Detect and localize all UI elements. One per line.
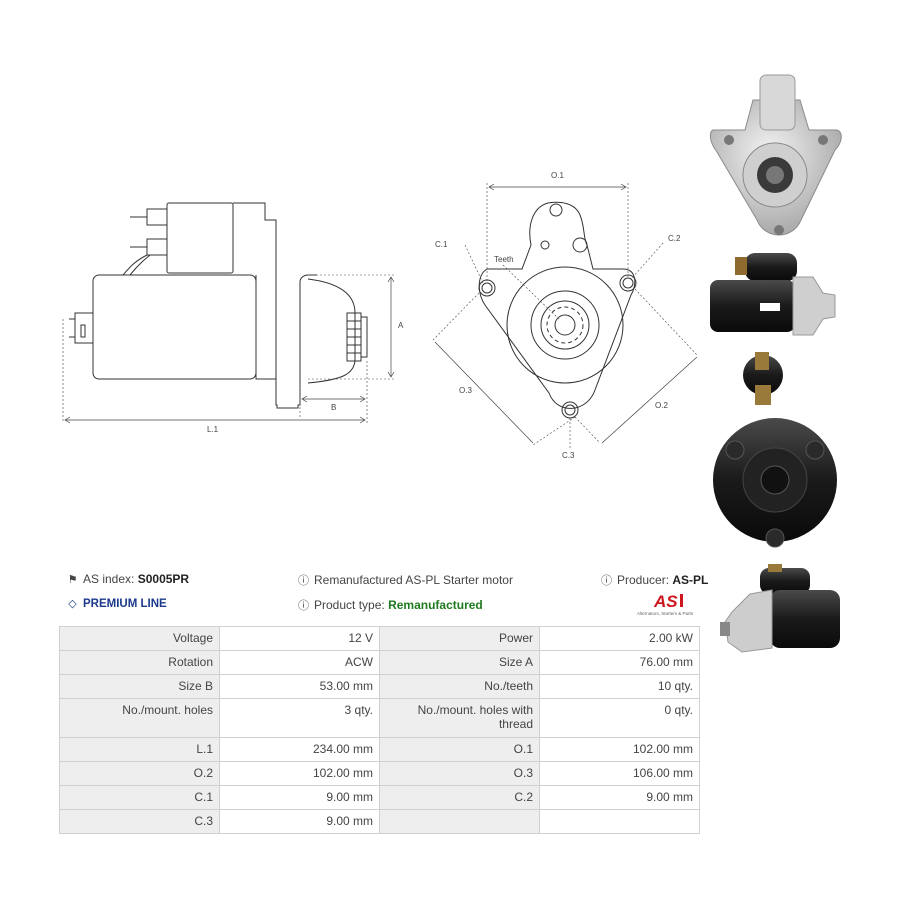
spec-row: C.1 9.00 mm C.2 9.00 mm bbox=[59, 785, 700, 810]
product-type-label: Product type: bbox=[314, 598, 385, 612]
spec-label: C.3 bbox=[59, 809, 220, 834]
spec-row: O.2 102.00 mm O.3 106.00 mm bbox=[59, 761, 700, 786]
spec-label: Size B bbox=[59, 674, 220, 699]
spec-label: No./mount. holes bbox=[59, 698, 220, 738]
spec-label: Power bbox=[379, 626, 540, 651]
dim-label-a: A bbox=[398, 321, 404, 330]
info-icon: ⓘ bbox=[601, 575, 612, 587]
as-index-label: AS index: bbox=[83, 572, 135, 586]
spec-value: 12 V bbox=[219, 626, 380, 651]
producer-value: AS-PL bbox=[672, 573, 709, 587]
dim-label-l1: L.1 bbox=[207, 425, 219, 434]
spec-value: 234.00 mm bbox=[219, 737, 380, 762]
logo-subtitle: Alternators, Starters & Parts bbox=[637, 611, 694, 616]
spec-label: L.1 bbox=[59, 737, 220, 762]
spec-value-empty bbox=[539, 809, 700, 834]
spec-value: 102.00 mm bbox=[539, 737, 700, 762]
spec-label-empty bbox=[379, 809, 540, 834]
dim-label-o1: O.1 bbox=[551, 171, 564, 180]
product-photo-side bbox=[710, 253, 836, 336]
spec-label: No./teeth bbox=[379, 674, 540, 699]
premium-line-label: PREMIUM LINE bbox=[83, 598, 167, 610]
spec-label: O.1 bbox=[379, 737, 540, 762]
dim-label-c1: C.1 bbox=[435, 240, 448, 249]
spec-value: 2.00 kW bbox=[539, 626, 700, 651]
spec-label: C.1 bbox=[59, 785, 220, 810]
info-icon: ⓘ bbox=[298, 575, 309, 587]
spec-label: O.2 bbox=[59, 761, 220, 786]
product-description: ⓘ Remanufactured AS-PL Starter motor bbox=[297, 572, 513, 588]
info-icon: ⓘ bbox=[298, 600, 309, 612]
spec-value: 76.00 mm bbox=[539, 650, 700, 675]
spec-row: Voltage 12 V Power 2.00 kW bbox=[59, 626, 700, 651]
tags-icon: ⚑ bbox=[67, 574, 78, 586]
side-view-drawing: A B L.1 bbox=[62, 202, 404, 434]
spec-value: 3 qty. bbox=[219, 698, 380, 738]
spec-value: ACW bbox=[219, 650, 380, 675]
brand-logo: AS Alternators, Starters & Parts bbox=[637, 592, 694, 616]
spec-label: Voltage bbox=[59, 626, 220, 651]
spec-row: L.1 234.00 mm O.1 102.00 mm bbox=[59, 737, 700, 762]
front-view-drawing: O.1 C.1 C.2 Teeth O.3 O.2 C.3 bbox=[432, 171, 698, 460]
producer: ⓘ Producer: AS-PL bbox=[600, 572, 708, 588]
dim-label-c3: C.3 bbox=[562, 451, 575, 460]
spec-value: 10 qty. bbox=[539, 674, 700, 699]
spec-table: Voltage 12 V Power 2.00 kW Rotation ACW … bbox=[59, 626, 700, 834]
product-photo-angled bbox=[720, 564, 840, 653]
spec-label: Size A bbox=[379, 650, 540, 675]
spec-row: C.3 9.00 mm bbox=[59, 809, 700, 834]
spec-value: 9.00 mm bbox=[219, 785, 380, 810]
spec-row: Size B 53.00 mm No./teeth 10 qty. bbox=[59, 674, 700, 699]
spec-label: Rotation bbox=[59, 650, 220, 675]
spec-label: C.2 bbox=[379, 785, 540, 810]
spec-row: Rotation ACW Size A 76.00 mm bbox=[59, 650, 700, 675]
spec-label: No./mount. holes with thread bbox=[379, 698, 540, 738]
product-type: ⓘ Product type: Remanufactured bbox=[297, 597, 483, 613]
spec-value: 102.00 mm bbox=[219, 761, 380, 786]
spec-value: 0 qty. bbox=[539, 698, 700, 738]
producer-label: Producer: bbox=[617, 573, 670, 587]
dim-label-b: B bbox=[331, 403, 336, 412]
product-type-value: Remanufactured bbox=[388, 598, 483, 612]
description-text: Remanufactured AS-PL Starter motor bbox=[314, 573, 513, 587]
product-photo-front bbox=[709, 74, 842, 236]
spec-row: No./mount. holes 3 qty. No./mount. holes… bbox=[59, 698, 700, 738]
dim-label-teeth: Teeth bbox=[494, 255, 514, 264]
premium-line-badge: ◇ PREMIUM LINE bbox=[66, 597, 167, 610]
logo-text: AS bbox=[653, 592, 678, 611]
product-photo-rear bbox=[713, 352, 837, 548]
dim-label-o3: O.3 bbox=[459, 386, 472, 395]
spec-label: O.3 bbox=[379, 761, 540, 786]
spec-value: 53.00 mm bbox=[219, 674, 380, 699]
spec-value: 9.00 mm bbox=[219, 809, 380, 834]
spec-value: 106.00 mm bbox=[539, 761, 700, 786]
diamond-icon: ◇ bbox=[68, 598, 77, 610]
as-index: ⚑ AS index: S0005PR bbox=[66, 572, 190, 586]
dim-label-c2: C.2 bbox=[668, 234, 681, 243]
as-index-value: S0005PR bbox=[137, 572, 190, 586]
dim-label-o2: O.2 bbox=[655, 401, 668, 410]
spec-value: 9.00 mm bbox=[539, 785, 700, 810]
